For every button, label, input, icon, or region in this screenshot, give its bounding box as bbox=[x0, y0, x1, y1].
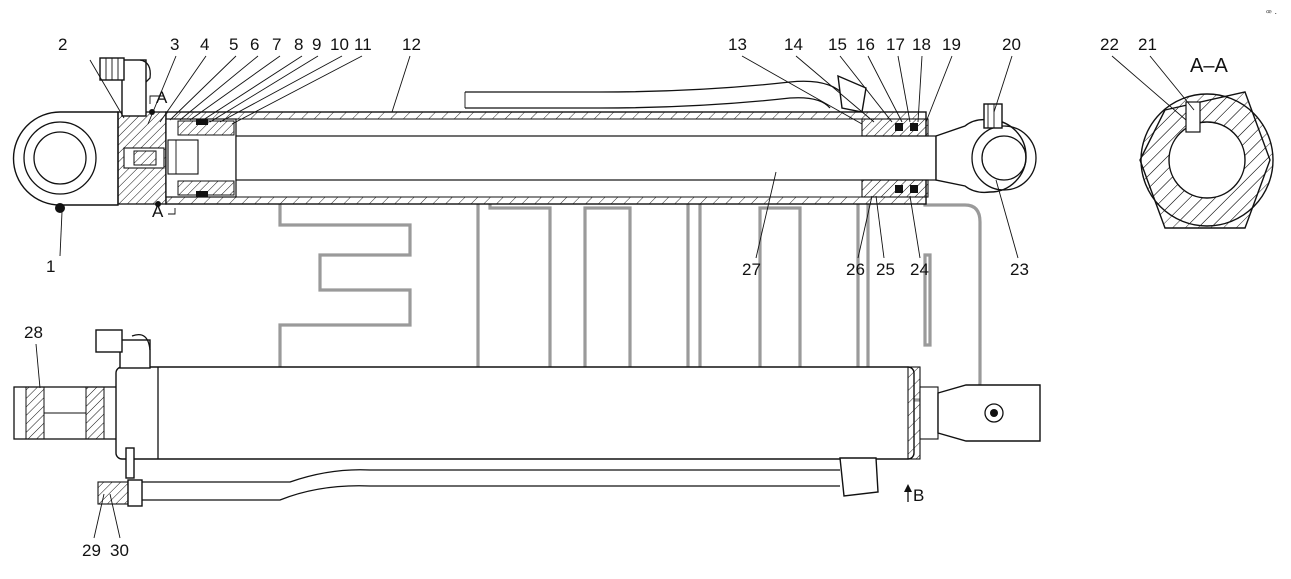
piston-rod bbox=[235, 135, 937, 181]
callout-12: 12 bbox=[402, 35, 421, 54]
callout-4: 4 bbox=[200, 35, 209, 54]
callout-29: 29 bbox=[82, 541, 101, 560]
piston bbox=[165, 118, 237, 198]
callout-9: 9 bbox=[312, 35, 321, 54]
corner-mark: ꟹ · bbox=[1266, 8, 1277, 18]
callout-17: 17 bbox=[886, 35, 905, 54]
callout-23: 23 bbox=[1010, 260, 1029, 279]
callout-8: 8 bbox=[294, 35, 303, 54]
callout-20: 20 bbox=[1002, 35, 1021, 54]
grease-nipple bbox=[55, 203, 65, 213]
callout-30: 30 bbox=[110, 541, 129, 560]
section-mark-a-top: A bbox=[156, 88, 168, 107]
callout-18: 18 bbox=[912, 35, 931, 54]
cylinder-exterior-view: B bbox=[13, 329, 1041, 507]
gland bbox=[861, 118, 929, 198]
section-mark-a-bottom: A bbox=[152, 202, 164, 221]
callout-5: 5 bbox=[229, 35, 238, 54]
callout-15: 15 bbox=[828, 35, 847, 54]
view-mark-b: B bbox=[913, 486, 924, 505]
callout-13: 13 bbox=[728, 35, 747, 54]
callout-3: 3 bbox=[170, 35, 179, 54]
rear-eye bbox=[12, 111, 119, 213]
port-fitting-top bbox=[99, 57, 151, 117]
callout-1: 1 bbox=[46, 257, 55, 276]
cylinder-body bbox=[115, 366, 915, 460]
section-a-a-view: A–A bbox=[1139, 55, 1274, 229]
front-rod-eye bbox=[935, 103, 1037, 194]
callout-28: 28 bbox=[24, 323, 43, 342]
callout-11: 11 bbox=[354, 35, 372, 54]
callout-16: 16 bbox=[856, 35, 875, 54]
callout-6: 6 bbox=[250, 35, 259, 54]
callout-27: 27 bbox=[742, 260, 761, 279]
section-title: A–A bbox=[1190, 55, 1228, 77]
callout-25: 25 bbox=[876, 260, 895, 279]
callout-22: 22 bbox=[1100, 35, 1119, 54]
callout-10: 10 bbox=[330, 35, 349, 54]
callout-labels: 1 2 3 4 5 6 7 8 9 10 11 12 13 14 15 16 1… bbox=[24, 35, 1157, 560]
callout-24: 24 bbox=[910, 260, 929, 279]
callout-2: 2 bbox=[58, 35, 67, 54]
callout-19: 19 bbox=[942, 35, 961, 54]
callout-7: 7 bbox=[272, 35, 281, 54]
port-fitting-front bbox=[837, 74, 867, 113]
callout-14: 14 bbox=[784, 35, 803, 54]
cylinder-section-view: A A bbox=[12, 57, 1037, 221]
callout-26: 26 bbox=[846, 260, 865, 279]
callout-21: 21 bbox=[1138, 35, 1157, 54]
leader-lines bbox=[35, 55, 1195, 539]
